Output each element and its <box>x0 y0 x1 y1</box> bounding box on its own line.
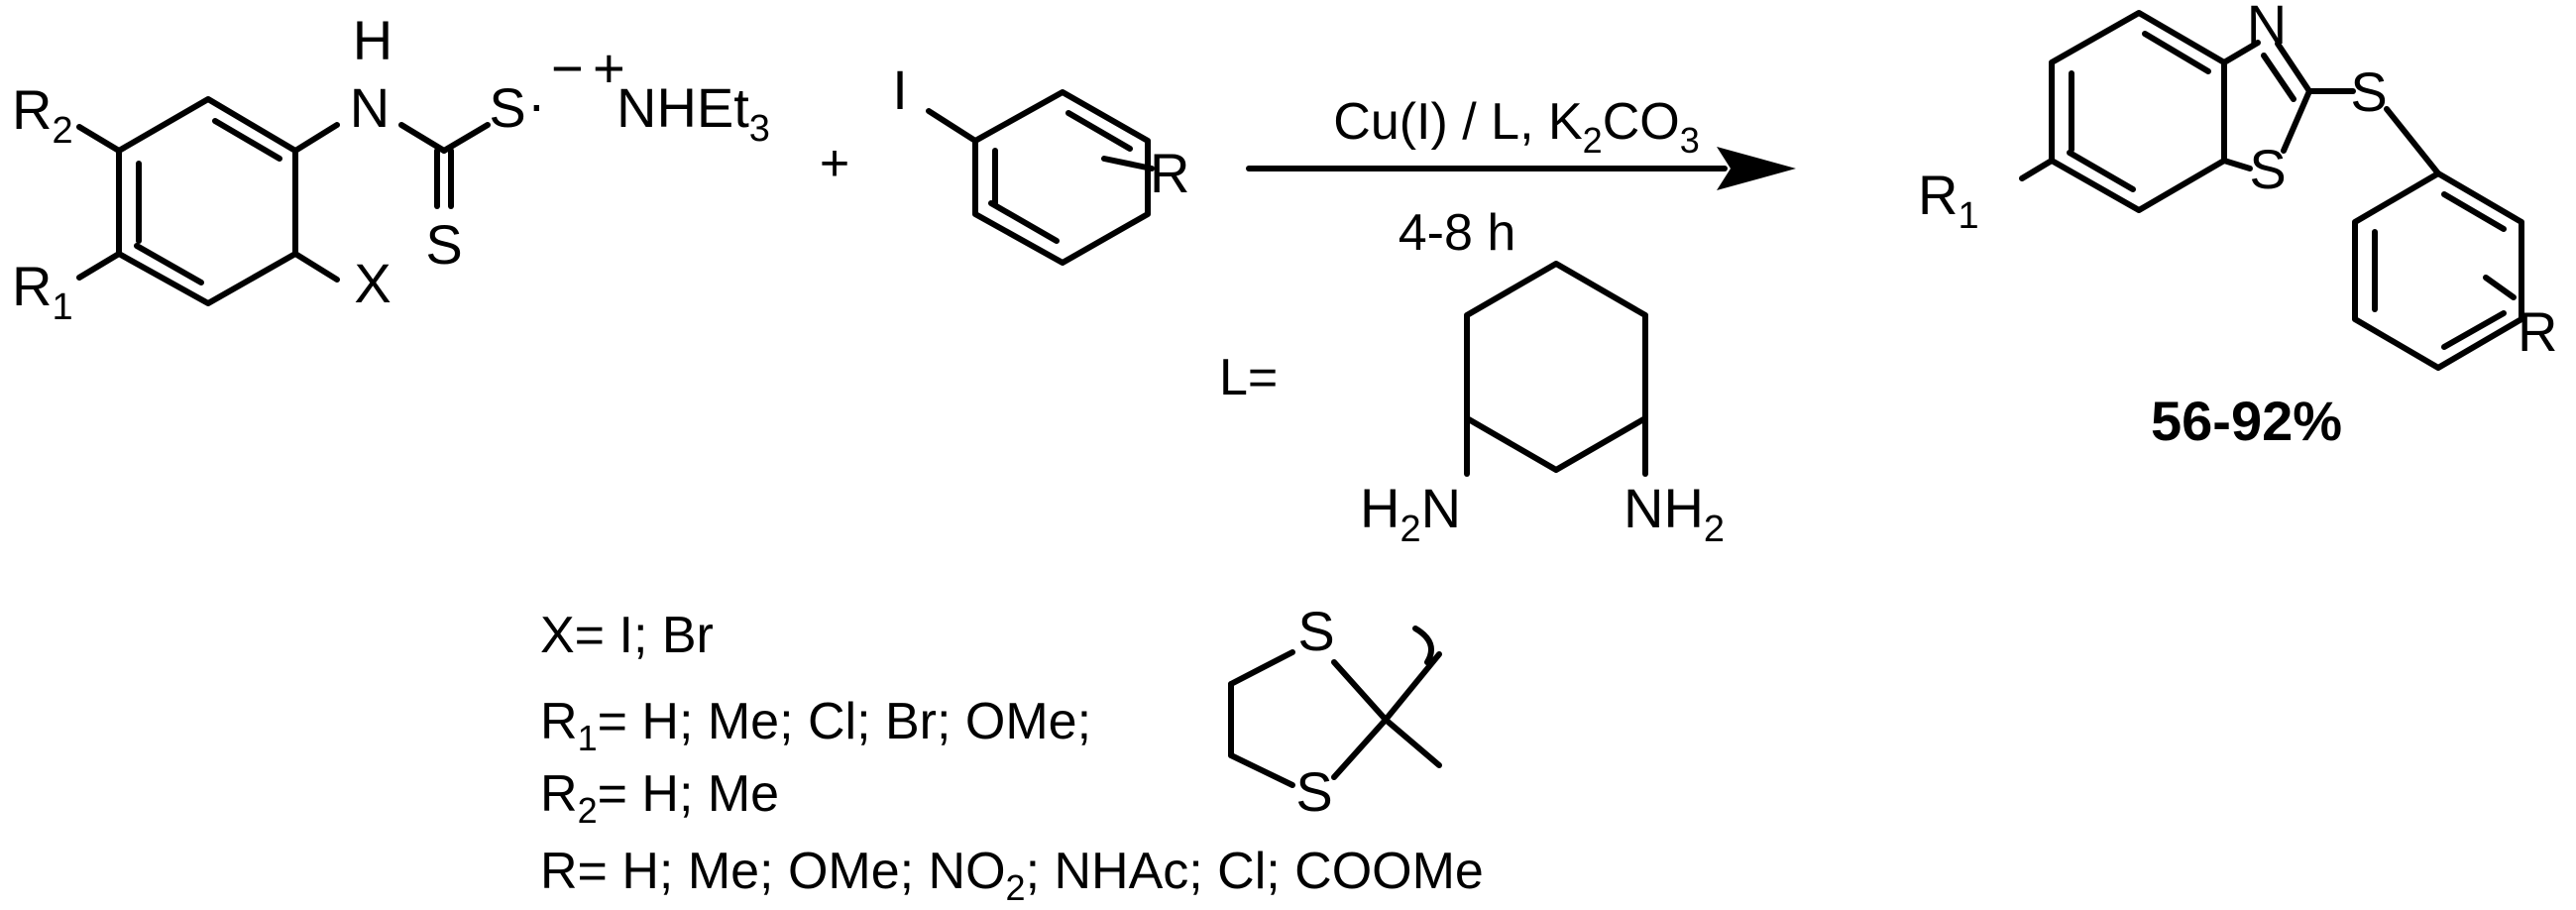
footnote-r2: R2= H; Me <box>540 765 779 831</box>
bond-n-c2-double <box>2261 53 2296 102</box>
product-yield: 56-92% <box>2151 390 2342 452</box>
phenyl-ring-product <box>2352 171 2524 371</box>
bond-s-phenyl <box>2384 106 2441 176</box>
thione-sulfur: S <box>425 213 462 276</box>
triethylammonium-counterion: NHEt3 <box>616 76 770 150</box>
nh-nitrogen: N <box>350 76 390 139</box>
r1-label: R1 <box>12 255 73 328</box>
benzo-ring <box>2049 10 2227 213</box>
footnote-r1: R1= H; Me; Cl; Br; OMe; <box>540 693 1091 758</box>
r2-label: R2 <box>12 78 73 152</box>
footnote-r: R= H; Me; OMe; NO2; NHAc; Cl; COOMe <box>540 843 1484 908</box>
anionic-sulfur: S <box>489 76 525 139</box>
bond-c-iodine <box>926 108 978 144</box>
bond-phenyl-r <box>2483 275 2517 300</box>
amine-right-label: NH2 <box>1624 477 1725 550</box>
benzene-ring-iodoarene <box>972 89 1151 266</box>
footnote-x: X= I; Br <box>540 607 714 664</box>
dithiolane-substituent: S S <box>1228 600 1442 823</box>
bond-ring-nh <box>292 122 340 154</box>
plus-charge: + <box>593 37 625 99</box>
thiazole-nitrogen: N <box>2247 0 2287 56</box>
ligand-diaminocyclohexane: L= H2N NH2 <box>1219 261 1725 550</box>
r-label-iodoarene: R <box>1150 142 1189 204</box>
product-r1-label: R1 <box>1918 164 1979 237</box>
thiazole-sulfur: S <box>2249 138 2286 200</box>
bond-c-s-single <box>441 122 491 154</box>
conditions-above-arrow: Cu(I) / L, K2CO3 <box>1333 93 1699 161</box>
minus-charge: − <box>551 37 584 99</box>
benzene-ring-left <box>116 96 298 306</box>
bond-ring-r1 <box>2019 158 2055 181</box>
thioether-sulfur: S <box>2350 60 2387 123</box>
bond-ring-x <box>292 251 340 283</box>
bond-c-n <box>2221 40 2261 65</box>
x-substituent: X <box>354 252 391 314</box>
bond-n-c <box>398 122 447 154</box>
iodine-label: I <box>892 58 908 121</box>
bond-n-c2-single <box>2275 41 2312 94</box>
bond-c2-s <box>2281 88 2312 154</box>
ligand-label: L= <box>1219 349 1278 406</box>
substituent-legend: X= I; Br R1= H; Me; Cl; Br; OMe; R2= H; … <box>540 600 1484 908</box>
bond-c-s-ring <box>2221 158 2253 171</box>
plus-sign: + <box>820 135 849 192</box>
dithiolane-sulfur-top: S <box>1297 600 1334 662</box>
amine-left-label: H2N <box>1360 477 1461 550</box>
product-benzothiazole: R1 N S S R 56-92% <box>1918 0 2557 452</box>
bond-ring-r2 <box>76 124 122 154</box>
nh-hydrogen: H <box>353 9 392 71</box>
bond-ring-r <box>1101 156 1155 171</box>
cyclohexane-ring <box>1464 261 1648 473</box>
reaction-time: 4-8 h <box>1399 204 1516 262</box>
attachment-point-wavy <box>1412 626 1434 665</box>
product-r-label: R <box>2518 300 2557 363</box>
reactant-dithiocarbamate-salt: R2 R1 H N X S S · − + NHEt3 <box>12 9 770 328</box>
bond-ring-r1 <box>76 251 122 281</box>
dithiolane-sulfur-bottom: S <box>1295 760 1332 823</box>
reaction-arrow <box>1246 147 1796 190</box>
reactant-iodoarene: I R <box>892 58 1189 266</box>
radical-dot: · <box>527 72 546 135</box>
